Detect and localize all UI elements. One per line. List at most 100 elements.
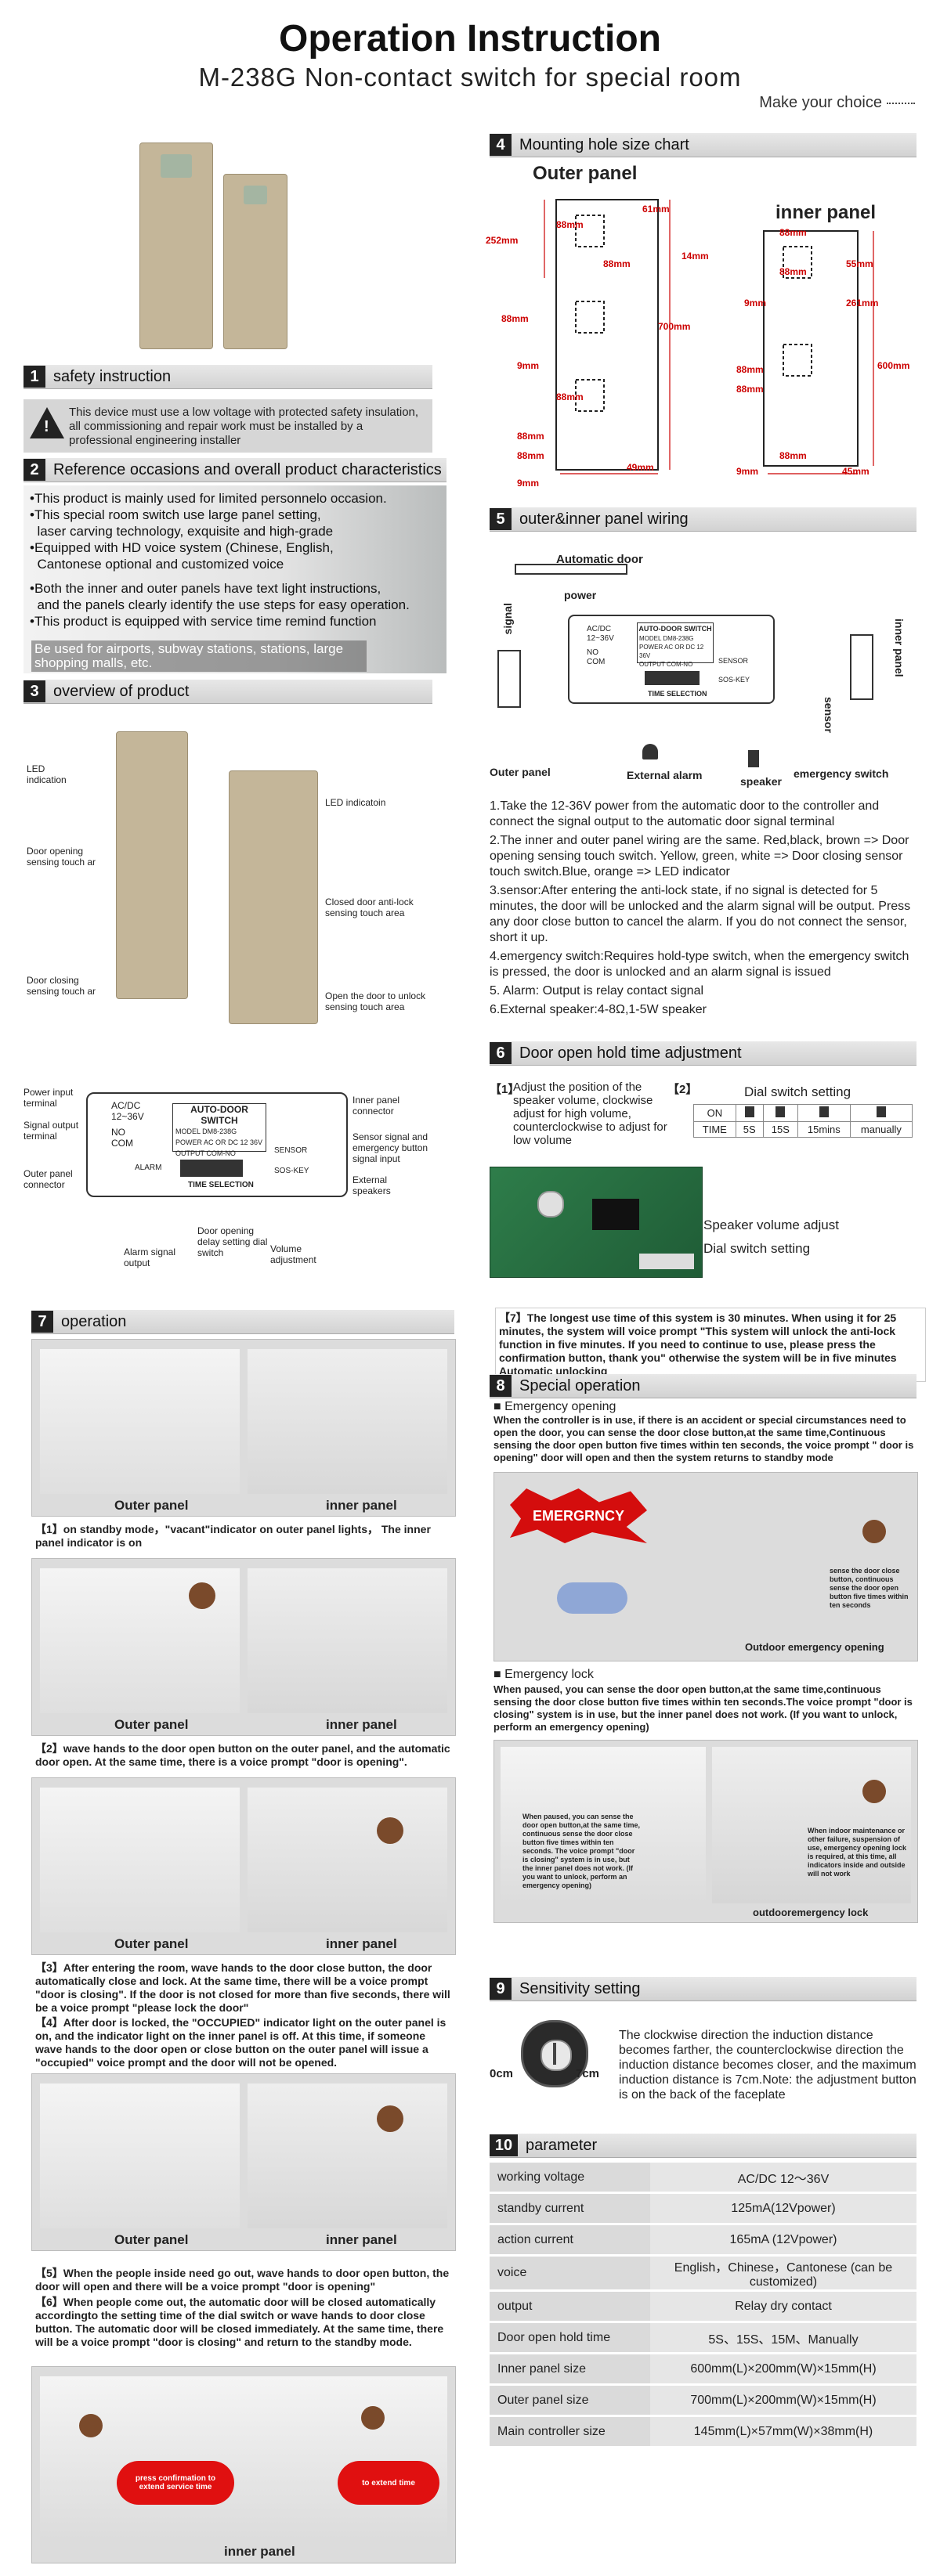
speaker-label: speaker bbox=[740, 775, 782, 788]
label-door-delay: Door opening delay setting dial switch bbox=[197, 1225, 268, 1258]
emergency-switch-label: emergency switch bbox=[794, 767, 889, 780]
section-4-header: 4 Mounting hole size chart bbox=[490, 133, 916, 157]
label-ext-speakers: External speakers bbox=[352, 1174, 391, 1196]
section-title: Door open hold time adjustment bbox=[519, 1044, 742, 1062]
oper-note-7: 【7】The longest use time of this system i… bbox=[495, 1308, 926, 1382]
dim-label: 9mm bbox=[517, 478, 540, 489]
section-6-header: 6 Door open hold time adjustment bbox=[490, 1041, 916, 1066]
lock-left-text: When paused, you can sense the door open… bbox=[522, 1813, 641, 1889]
sensor-label: SENSOR bbox=[274, 1146, 308, 1155]
model-label: MODEL DM8-238G bbox=[639, 635, 694, 642]
label-closed-anti: Closed door anti-lock sensing touch area bbox=[325, 897, 414, 918]
safety-text: This device must use a low voltage with … bbox=[69, 406, 419, 447]
dim-label: 88mm bbox=[603, 258, 631, 269]
sensor-label: SENSOR bbox=[718, 657, 749, 665]
dim-label: 45mm bbox=[842, 466, 870, 477]
section-7-header: 7 operation bbox=[31, 1310, 454, 1334]
section-number: 10 bbox=[490, 2134, 518, 2156]
person-icon bbox=[862, 1520, 886, 1543]
scene-2: Outer panel inner panel bbox=[31, 1558, 456, 1736]
wiring-note: 3.sensor:After entering the anti-lock st… bbox=[490, 884, 911, 944]
person-icon bbox=[862, 1780, 886, 1803]
dim-label: 88mm bbox=[556, 391, 584, 402]
section-number: 6 bbox=[490, 1042, 512, 1064]
outer-room bbox=[40, 2084, 240, 2228]
brand-label: AUTO-DOOR SWITCH bbox=[638, 625, 712, 633]
scene-inner-label: inner panel bbox=[326, 1936, 397, 1951]
outer-room bbox=[40, 1349, 240, 1494]
dim-label: 88mm bbox=[736, 384, 764, 395]
scene-outer-label: Outer panel bbox=[114, 1717, 189, 1732]
param-key: Door open hold time bbox=[490, 2322, 650, 2354]
lock-scene-right bbox=[712, 1747, 911, 1903]
em-scene-text: sense the door close button, continuous … bbox=[830, 1567, 909, 1609]
dim-label: 61mm bbox=[642, 204, 670, 215]
ext-alarm-label: External alarm bbox=[627, 769, 703, 781]
section-number: 3 bbox=[24, 680, 45, 702]
dim-label: 600mm bbox=[877, 360, 910, 371]
dim-label: 261mm bbox=[846, 298, 879, 308]
page-subtitle: M-238G Non-contact switch for special ro… bbox=[198, 63, 742, 92]
product-photo-outer bbox=[139, 143, 213, 349]
scene-outer-label: Outer panel bbox=[114, 1936, 189, 1951]
label-outer-conn: Outer panel connector bbox=[24, 1168, 73, 1190]
controller-label-plate: AUTO-DOOR SWITCH MODEL DM8-238G POWER AC… bbox=[172, 1103, 266, 1157]
reference-box: •This product is mainly used for limited… bbox=[24, 485, 446, 673]
reference-item: and the panels clearly identify the use … bbox=[30, 597, 410, 612]
emergency-open-scene: EMERGRNCY sense the door close button, c… bbox=[494, 1472, 918, 1661]
output-label: OUTPUT COM-NO bbox=[639, 661, 693, 668]
scene-outer-label: Outer panel bbox=[114, 2232, 189, 2247]
no-label: NO bbox=[111, 1127, 125, 1138]
oper-step-6: 【6】When people come out, the automatic d… bbox=[35, 2296, 444, 2348]
signal-label: signal bbox=[501, 603, 514, 635]
outer-hole-1 bbox=[575, 215, 605, 247]
person-icon bbox=[189, 1582, 215, 1609]
param-value: 145mm(L)×57mm(W)×38mm(H) bbox=[650, 2415, 916, 2448]
section-number: 4 bbox=[490, 134, 512, 156]
scene-4: Outer panel inner panel bbox=[31, 2073, 456, 2251]
section-title: Mounting hole size chart bbox=[519, 135, 689, 153]
overview-outer-panel bbox=[116, 731, 188, 999]
bubble-right: to extend time bbox=[338, 2461, 439, 2505]
tagline-dash bbox=[887, 102, 915, 104]
wiring-note: 1.Take the 12-36V power from the automat… bbox=[490, 799, 880, 828]
emergency-lock-scene: When paused, you can sense the door open… bbox=[494, 1740, 918, 1923]
reference-item: •This special room switch use large pane… bbox=[30, 507, 321, 522]
section-title: safety instruction bbox=[53, 367, 172, 385]
power-label: POWER AC OR DC 12 36V bbox=[175, 1138, 263, 1146]
dim-label: 55mm bbox=[846, 258, 873, 269]
label-led-left: LED indication bbox=[27, 763, 67, 785]
dim-label: 88mm bbox=[779, 227, 807, 238]
param-value: English，Chinese，Cantonese (can be custom… bbox=[650, 2255, 916, 2292]
dim-label: 88mm bbox=[779, 450, 807, 461]
section-number: 9 bbox=[490, 1978, 512, 2000]
em-open-title: ■ Emergency opening bbox=[494, 1400, 616, 1413]
section-title: operation bbox=[61, 1312, 127, 1330]
label-led-right: LED indicatoin bbox=[325, 797, 386, 808]
model-label: MODEL DM8-238G bbox=[175, 1127, 237, 1135]
scene-outer-label: Outer panel bbox=[114, 1498, 189, 1513]
sensor-wire-label: sensor bbox=[822, 697, 835, 733]
label-sensor-signal: Sensor signal and emergency button signa… bbox=[352, 1131, 428, 1164]
alarm-label: ALARM bbox=[135, 1164, 162, 1172]
param-value: 5S、15S、15M、Manually bbox=[650, 2322, 916, 2354]
outdoor-em-open-label: Outdoor emergency opening bbox=[745, 1641, 884, 1653]
reference-item: •Both the inner and outer panels have te… bbox=[30, 581, 381, 596]
warning-exclaim: ! bbox=[44, 418, 49, 435]
controller-label-plate: AUTO-DOOR SWITCH MODEL DM8-238G POWER AC… bbox=[637, 622, 714, 668]
dial-time-label: TIME bbox=[693, 1121, 736, 1138]
sos-key-label: SOS-KEY bbox=[274, 1167, 309, 1175]
sensitivity-text: The clockwise direction the induction di… bbox=[619, 2029, 916, 2102]
label-close-left: Door closing sensing touch ar bbox=[27, 975, 96, 997]
sensitivity-knob bbox=[521, 2020, 588, 2087]
reference-item: •This product is equipped with service t… bbox=[30, 614, 377, 629]
oper-step-3: 【3】After entering the room, wave hands t… bbox=[35, 1961, 450, 2014]
tagline-text: Make your choice bbox=[759, 94, 882, 111]
output-label: OUTPUT COM-NO bbox=[175, 1149, 236, 1157]
section-title: Reference occasions and overall product … bbox=[53, 460, 442, 478]
warning-icon bbox=[30, 407, 64, 438]
em-open-text: When the controller is in use, if there … bbox=[494, 1414, 914, 1463]
